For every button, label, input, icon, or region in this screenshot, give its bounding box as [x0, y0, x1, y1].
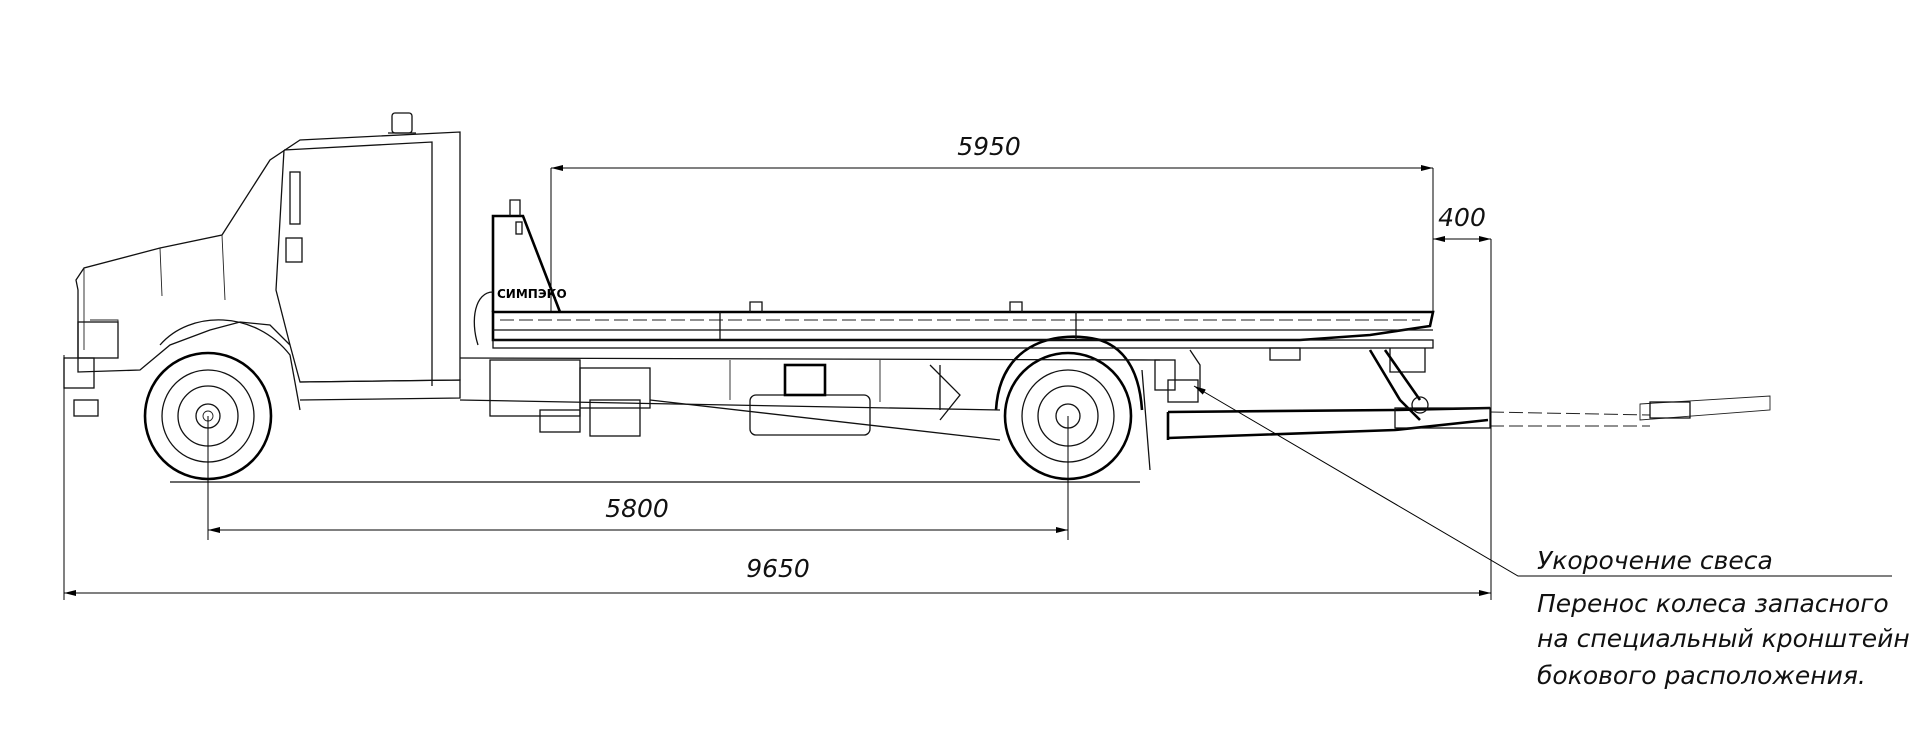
dimension-platform-length: 5950: [550, 132, 1434, 312]
svg-text:9650: 9650: [746, 554, 810, 583]
beacon-light-icon: [391, 112, 413, 134]
platform: [491, 301, 1435, 373]
dimension-overhang: 400: [1433, 203, 1492, 600]
truck-cab: [63, 112, 461, 417]
dimension-wheelbase: 5800: [207, 416, 1069, 540]
rear-wheel: [170, 335, 1151, 483]
svg-text:5800: 5800: [605, 494, 669, 523]
note-line-2: Перенос колеса запасного: [1537, 589, 1889, 618]
logo-text: СИМПЭКО: [497, 287, 567, 301]
dimension-overall-length: 9650: [63, 355, 1491, 600]
svg-text:400: 400: [1438, 203, 1486, 232]
note-line-1: Укорочение свеса: [1537, 546, 1773, 575]
tow-arm: [1166, 349, 1771, 440]
annotation: Укорочение свеса Перенос колеса запасног…: [1193, 385, 1910, 690]
crane-mast: СИМПЭКО: [473, 199, 567, 346]
note-line-4: бокового расположения.: [1537, 661, 1866, 690]
note-line-3: на специальный кронштейн: [1537, 624, 1910, 653]
chassis: [459, 357, 1176, 441]
svg-text:5950: 5950: [957, 132, 1021, 161]
